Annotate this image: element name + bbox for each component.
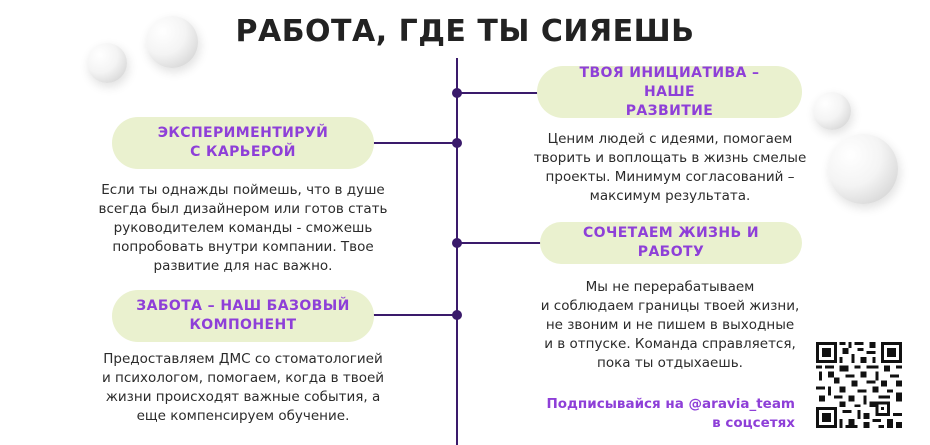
connector-right-2	[457, 242, 542, 244]
heading-line: СОЧЕТАЕМ ЖИЗНЬ И РАБОТУ	[583, 225, 759, 260]
text-line: максимум результата.	[589, 188, 751, 204]
decorative-sphere-large-left	[146, 16, 198, 68]
text-line: и в отпуске. Команда справляется,	[544, 336, 796, 352]
text-care-component: Предоставляем ДМС со стоматологией и пси…	[90, 350, 396, 426]
decorative-sphere-small-right	[813, 92, 851, 130]
heading-experiment-career: ЭКСПЕРИМЕНТИРУЙ С КАРЬЕРОЙ	[112, 117, 374, 169]
text-experiment-career: Если ты однажды поймешь, что в душе всег…	[90, 181, 396, 276]
text-line: пока ты отдыхаешь.	[597, 355, 743, 371]
text-line: проекты. Минимум согласований –	[545, 169, 795, 185]
timeline-dot-3	[452, 238, 462, 248]
timeline-dot-4	[452, 310, 462, 320]
heading-care-component: ЗАБОТА – НАШ БАЗОВЫЙ КОМПОНЕНТ	[112, 290, 374, 342]
heading-line: РАЗВИТИЕ	[625, 102, 714, 119]
heading-life-work-balance: СОЧЕТАЕМ ЖИЗНЬ И РАБОТУ	[540, 222, 802, 264]
text-line: не звоним и не пишем в выходные	[545, 317, 795, 333]
page-title: РАБОТА, ГДЕ ТЫ СИЯЕШЬ	[235, 14, 695, 49]
text-line: Предоставляем ДМС со стоматологией	[103, 351, 383, 367]
text-line: и соблюдаем границы твоей жизни,	[540, 298, 800, 314]
heading-line: КОМПОНЕНТ	[189, 317, 297, 333]
text-initiative-development: Ценим людей с идеями, помогаем творить и…	[520, 130, 820, 206]
heading-line: ТВОЯ ИНИЦИАТИВА – НАШЕ	[579, 64, 760, 100]
timeline-dot-2	[452, 138, 462, 148]
text-line: Ценим людей с идеями, помогаем	[547, 131, 793, 147]
decorative-sphere-small-left	[87, 43, 127, 83]
text-line: всегда был дизайнером или готов стать	[98, 201, 388, 217]
text-line: Мы не перерабатываем	[585, 279, 755, 295]
text-line: творить и воплощать в жизнь смелые	[533, 150, 807, 166]
subscribe-line[interactable]: в соцсетях	[712, 415, 795, 431]
timeline-line	[456, 58, 458, 445]
text-line: попробовать внутри компании. Твое	[112, 239, 374, 255]
heading-initiative-development: ТВОЯ ИНИЦИАТИВА – НАШЕ РАЗВИТИЕ	[537, 64, 802, 119]
timeline-dot-1	[452, 88, 462, 98]
text-line: развитие для нас важно.	[153, 258, 333, 274]
text-line: Если ты однажды поймешь, что в душе	[101, 182, 385, 198]
qr-code-icon[interactable]	[816, 342, 902, 428]
text-line: и психологом, помогаем, когда в твоей	[101, 370, 385, 386]
heading-line: ЭКСПЕРИМЕНТИРУЙ	[157, 125, 329, 141]
heading-line: ЗАБОТА – НАШ БАЗОВЫЙ	[136, 298, 350, 314]
subscribe-text[interactable]: Подписывайся на @aravia_team в соцсетях	[546, 395, 795, 433]
subscribe-line[interactable]: Подписывайся на @aravia_team	[546, 396, 795, 412]
text-life-work-balance: Мы не перерабатываем и соблюдаем границы…	[520, 278, 820, 373]
text-line: еще компенсируем обучение.	[136, 408, 350, 424]
text-line: руководителем команды - сможешь	[113, 220, 373, 236]
text-line: жизни происходят важные события, а	[105, 389, 381, 405]
decorative-sphere-large-right	[828, 134, 898, 204]
connector-left-2	[372, 314, 457, 316]
heading-line: С КАРЬЕРОЙ	[190, 144, 296, 160]
connector-right-1	[457, 92, 542, 94]
connector-left-1	[372, 142, 457, 144]
